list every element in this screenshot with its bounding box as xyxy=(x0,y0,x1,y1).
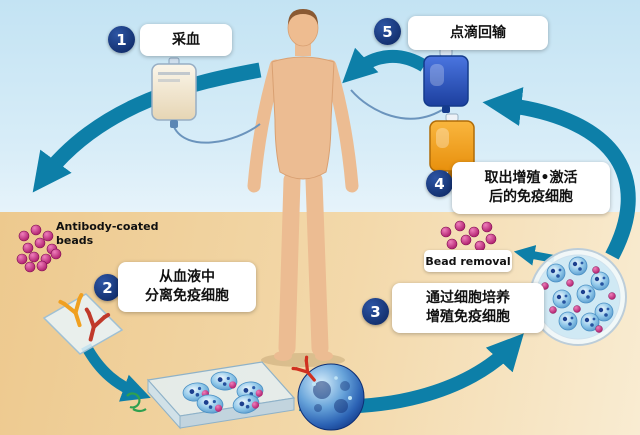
blood-bag-icon xyxy=(151,57,197,128)
step-5-text: 点滴回输 xyxy=(450,24,506,41)
step-5-badge: 5 xyxy=(374,18,401,45)
step-4-label: 取出增殖•激活 后的免疫细胞 xyxy=(452,162,610,214)
antibody-beads-label-line2: beads xyxy=(56,233,94,247)
arrow-draw-blood-icon xyxy=(32,62,262,193)
step-1-badge: 1 xyxy=(108,26,135,53)
arrow-to-culture-icon xyxy=(81,343,151,402)
step-3-text-line2: 增殖免疫细胞 xyxy=(426,309,510,325)
step-4-text-line2: 后的免疫细胞 xyxy=(489,189,573,205)
beads-cluster-icon xyxy=(16,224,62,273)
step-3-badge: 3 xyxy=(362,298,389,325)
step-2-text-line2: 分离免疫细胞 xyxy=(145,288,229,304)
bead-removal-text: Bead removal xyxy=(425,254,511,268)
culture-dish-icon xyxy=(146,361,296,430)
iv-bag-orange-icon xyxy=(429,113,475,178)
petri-dish-icon xyxy=(529,248,627,346)
step-2-text-line1: 从血液中 xyxy=(159,269,215,286)
removed-beads-cluster-icon xyxy=(440,220,497,252)
step-3-text-line1: 通过细胞培养 xyxy=(426,290,510,307)
step-4-text-line1: 取出增殖•激活 xyxy=(484,170,578,187)
step-1-text: 采血 xyxy=(172,31,200,48)
step-3-label: 通过细胞培养 增殖免疫细胞 xyxy=(392,283,544,333)
step-4-badge: 4 xyxy=(426,170,453,197)
iv-tube-left xyxy=(173,123,261,144)
step-5-label: 点滴回输 xyxy=(408,16,548,50)
step-1-label: 采血 xyxy=(140,24,232,56)
arrow-reinfusion-icon xyxy=(342,47,428,84)
antibody-beads-label: Antibody-coated beads xyxy=(56,220,159,248)
antibody-beads-label-line1: Antibody-coated xyxy=(56,220,159,233)
arrow-to-bags-icon xyxy=(482,87,636,260)
person-figure xyxy=(247,9,359,361)
iv-bag-blue-icon xyxy=(423,47,469,113)
separation-membrane xyxy=(42,293,124,355)
step-2-badge: 2 xyxy=(94,274,121,301)
growth-factor-icon xyxy=(126,392,147,413)
bead-removal-label: Bead removal xyxy=(424,250,512,272)
iv-tube-right xyxy=(350,89,443,120)
step-2-label: 从血液中 分离免疫细胞 xyxy=(118,262,256,312)
